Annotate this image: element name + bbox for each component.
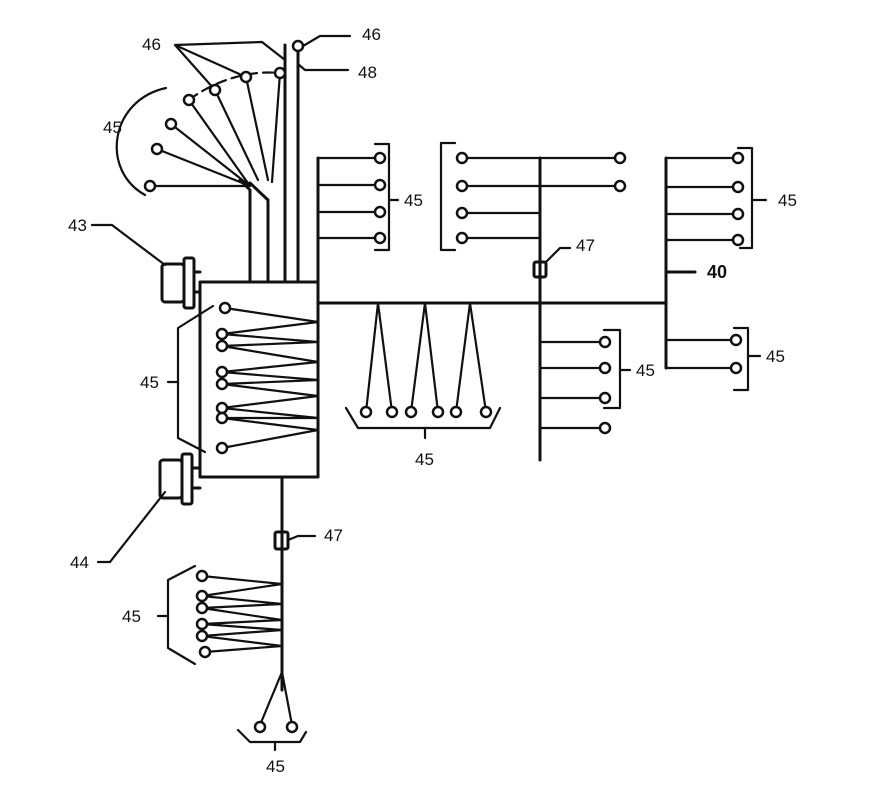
bottom-terminal-pair (238, 672, 306, 742)
upper-mid-terminal-group (318, 144, 389, 250)
label-45-lower-left: 45 (122, 607, 141, 626)
label-45-lower-mid: 45 (636, 361, 655, 380)
label-48: 48 (358, 63, 377, 82)
terminal-46-top (293, 41, 303, 51)
connector-44 (160, 454, 200, 504)
label-46-left: 46 (142, 35, 161, 54)
label-45-bottom: 45 (266, 757, 285, 776)
connector-43 (162, 258, 200, 308)
lower-left-terminal-group (168, 566, 282, 664)
label-47-upper: 47 (576, 236, 595, 255)
label-46-right: 46 (362, 25, 381, 44)
label-45-far-right-upper: 45 (778, 191, 797, 210)
label-47-lower: 47 (324, 526, 343, 545)
lower-far-right-terminal-group (666, 328, 748, 390)
leader-46-right (303, 36, 350, 46)
label-44: 44 (70, 553, 89, 572)
label-45-upper-mid: 45 (404, 191, 423, 210)
center-bottom-terminal-group (346, 303, 500, 428)
label-45-far-right-lower: 45 (766, 347, 785, 366)
leader-43 (92, 225, 165, 265)
leader-47-upper (546, 248, 570, 262)
upper-far-right-terminal-group (666, 148, 752, 248)
leader-48 (298, 64, 348, 70)
upper-right-terminal-group (441, 143, 625, 250)
lower-mid-terminal-group (540, 330, 620, 433)
fan-terminal-group (117, 42, 285, 195)
label-45-center: 45 (415, 450, 434, 469)
leader-47-lower (288, 536, 315, 540)
label-45-fan: 45 (103, 118, 122, 137)
label-45-box: 45 (140, 373, 159, 392)
label-43: 43 (68, 216, 87, 235)
leader-44 (98, 492, 165, 562)
label-40: 40 (707, 262, 727, 282)
